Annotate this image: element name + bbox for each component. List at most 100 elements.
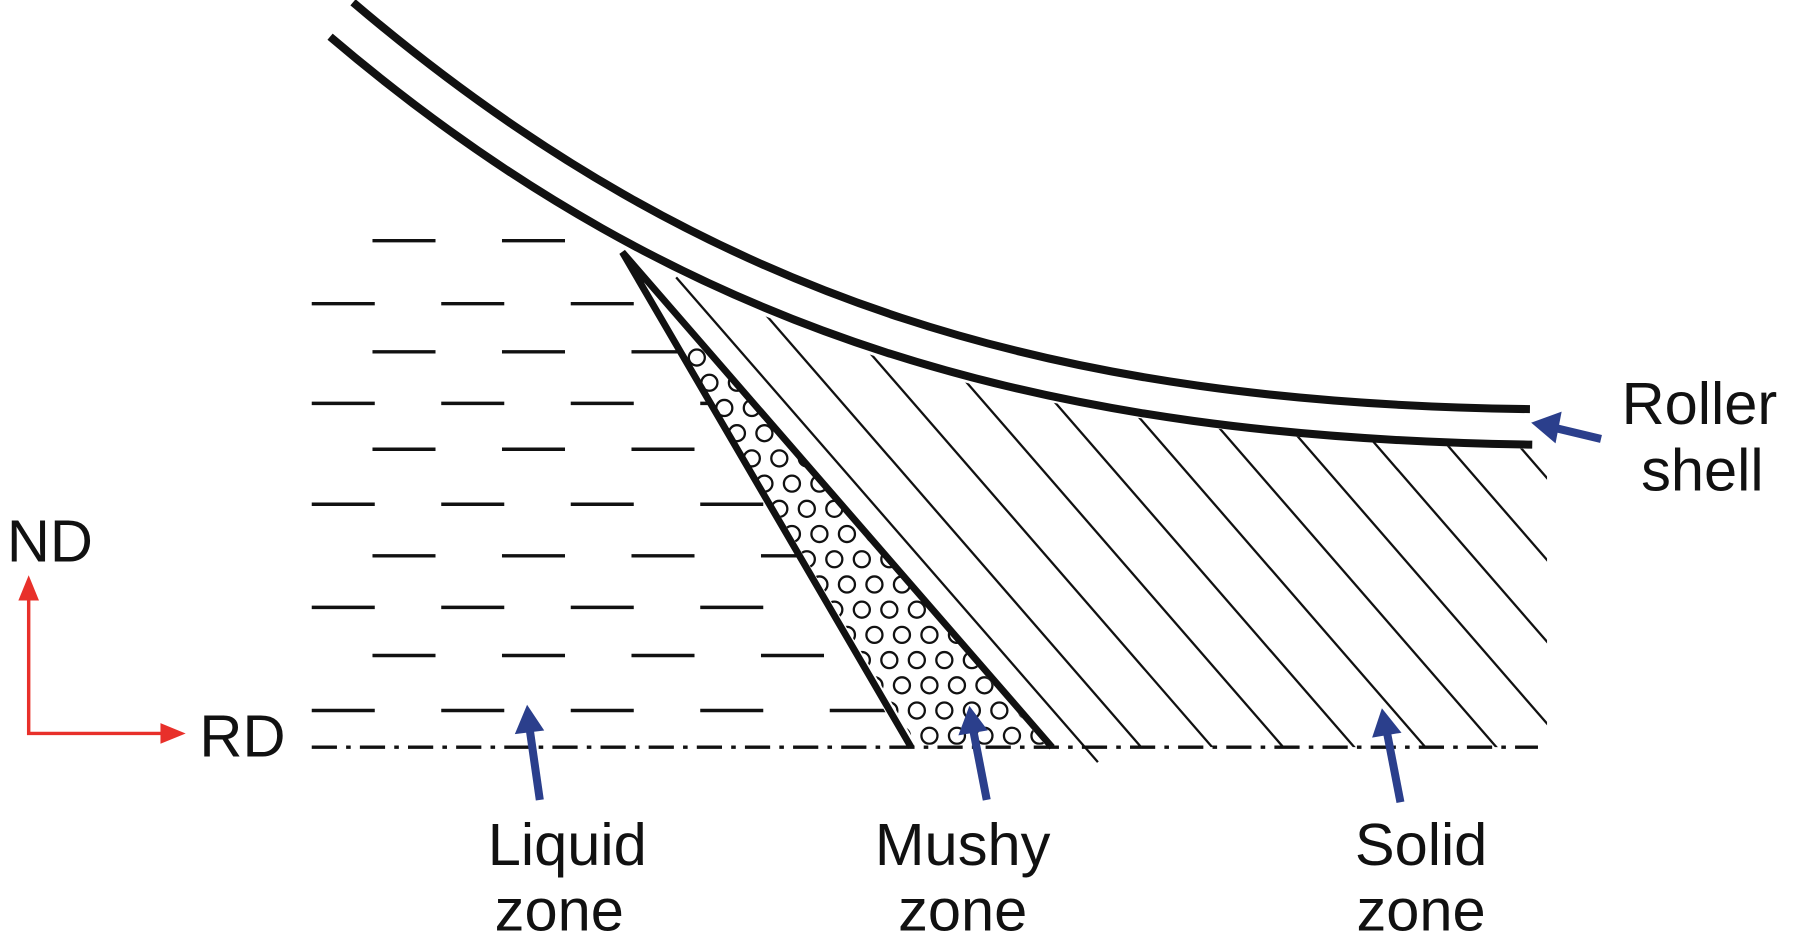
mushy-circle <box>782 575 802 594</box>
mushy-circle <box>1017 398 1037 418</box>
mushy-zone-boundary <box>619 249 1055 750</box>
mushy-circle <box>632 550 651 569</box>
roller-shell-label-1: Roller <box>1622 370 1778 437</box>
liquid-zone-label-1: Liquid <box>488 811 647 878</box>
pointer-arrows <box>514 411 1602 803</box>
mushy-circle <box>947 474 967 493</box>
axis-indicator: ND RD <box>7 508 286 770</box>
mushy-circle <box>907 701 927 720</box>
solid-boundary-line <box>675 276 1099 763</box>
mushy-circle <box>715 550 734 569</box>
mushy-circle <box>947 575 967 594</box>
mushy-circle <box>837 676 857 695</box>
mushy-circle <box>727 726 747 745</box>
mushy-circle <box>920 474 939 493</box>
mushy-circle <box>770 701 789 720</box>
mushy-circle <box>1030 676 1046 695</box>
mushy-zone-circles <box>632 348 1046 745</box>
mushy-circle <box>947 726 967 745</box>
mushy-circle <box>755 625 774 645</box>
mushy-circle <box>810 726 829 745</box>
mushy-circle <box>672 424 692 443</box>
mushy-circle <box>797 701 816 720</box>
mushy-circle <box>727 625 747 645</box>
mushy-circle <box>1030 474 1046 493</box>
mushy-circle <box>962 398 982 418</box>
mushy-circle <box>920 726 939 745</box>
mushy-circle <box>672 524 692 544</box>
solid-hatch-line <box>854 252 1415 748</box>
mushy-circle <box>687 348 706 367</box>
mushy-circle <box>852 600 871 619</box>
mushy-circle <box>797 600 816 619</box>
mushy-circle <box>1030 524 1046 544</box>
solid-hatch-line <box>640 252 1202 748</box>
mushy-arrow-icon <box>958 705 988 736</box>
mushy-circle <box>755 676 774 695</box>
mushy-circle <box>632 600 651 619</box>
mushy-circle <box>645 524 664 544</box>
mushy-circle <box>727 474 747 493</box>
mushy-circle <box>1030 424 1046 443</box>
rd-label: RD <box>199 702 285 769</box>
solid-hatch-line <box>1779 172 1797 816</box>
mushy-circle <box>660 398 679 418</box>
mushy-zone-label-2: zone <box>898 877 1027 934</box>
mushy-circle <box>880 600 899 619</box>
nd-label: ND <box>7 508 93 575</box>
mushy-circle <box>672 726 692 745</box>
solid-hatch-line <box>996 252 1548 748</box>
solid-zone-label-1: Solid <box>1355 811 1487 878</box>
mushy-circle <box>837 424 857 443</box>
mushy-circle <box>672 575 692 594</box>
mushy-circle <box>920 676 939 695</box>
mushy-circle <box>935 398 954 418</box>
mushy-circle <box>880 398 899 418</box>
mushy-circle <box>865 726 884 745</box>
mushy-circle <box>852 449 871 468</box>
mushy-circle <box>645 575 664 594</box>
mushy-circle <box>810 524 829 544</box>
mushy-circle <box>797 398 816 418</box>
mushy-circle <box>632 449 651 468</box>
mushy-circle <box>810 424 829 443</box>
mushy-circle <box>742 600 761 619</box>
mushy-circle <box>782 373 802 392</box>
mushy-circle <box>672 625 692 645</box>
mushy-circle <box>645 625 664 645</box>
solid-zone-hatching <box>640 172 1797 816</box>
liquid-zone-label-2: zone <box>495 877 624 934</box>
nd-arrow-head <box>18 575 39 601</box>
mushy-circle <box>742 650 761 670</box>
mushy-circle <box>632 398 651 418</box>
mushy-circle <box>715 650 734 670</box>
mushy-circle <box>782 726 802 745</box>
mushy-circle <box>755 524 774 544</box>
mushy-circle <box>920 524 939 544</box>
mushy-circle <box>907 499 927 518</box>
mushy-circle <box>990 701 1009 720</box>
mushy-circle <box>837 373 857 392</box>
mushy-circle <box>727 676 747 695</box>
mushy-circle <box>1017 499 1037 518</box>
mushy-circle <box>975 424 994 443</box>
mushy-circle <box>755 424 774 443</box>
mushy-circle <box>865 575 884 594</box>
liquid-arrow-icon <box>514 704 545 735</box>
mushy-circle <box>715 449 734 468</box>
mushy-circle <box>1002 524 1022 544</box>
mushy-circle <box>810 625 829 645</box>
mushy-circle <box>700 575 719 594</box>
solid-hatch-line <box>925 252 1486 748</box>
mushy-circle <box>700 625 719 645</box>
mushy-circle <box>975 625 994 645</box>
mushy-circle <box>892 625 912 645</box>
mushy-circle <box>645 676 664 695</box>
mushy-circle <box>825 398 844 418</box>
mushy-circle <box>645 424 664 443</box>
mushy-circle <box>975 575 994 594</box>
mushy-circle <box>892 524 912 544</box>
mushy-circle <box>770 550 789 569</box>
mushy-circle <box>852 499 871 518</box>
solid-hatch-line <box>783 252 1344 748</box>
